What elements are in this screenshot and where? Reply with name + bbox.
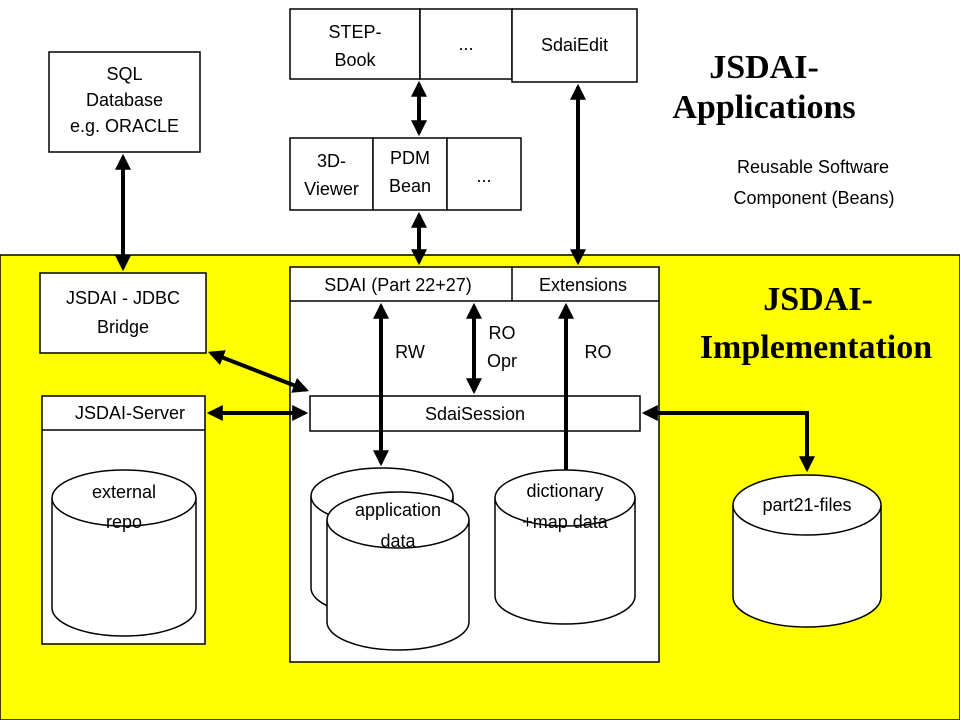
sql-line2: Database xyxy=(86,90,163,110)
sdaiedit-box: SdaiEdit xyxy=(511,8,638,83)
sql-line1: SQL xyxy=(106,64,142,84)
stepbook-box: STEP- Book xyxy=(289,8,421,80)
part21-files-cylinder: part21-files xyxy=(732,474,882,628)
top-ellipsis: ... xyxy=(458,34,473,54)
part21-label: part21-files xyxy=(762,495,851,515)
dictionary-line2: +map data xyxy=(522,512,609,532)
connector-arrows xyxy=(115,80,815,473)
arrow-jdbc-session xyxy=(208,350,309,393)
sdai-session-box: SdaiSession xyxy=(309,395,641,432)
stepbook-line2: Book xyxy=(334,50,376,70)
application-line2: data xyxy=(380,531,416,551)
ro-opr-line1: RO xyxy=(489,323,516,343)
server-label: JSDAI-Server xyxy=(75,403,185,423)
applications-title-line2: Applications xyxy=(672,89,855,126)
reusable-line2: Component (Beans) xyxy=(733,188,894,208)
jdbc-line1: JSDAI - JDBC xyxy=(66,288,180,308)
sql-line3: e.g. ORACLE xyxy=(70,116,179,136)
applications-title-line1: JSDAI- xyxy=(709,49,819,86)
sdaiedit-label: SdaiEdit xyxy=(541,35,608,55)
stepbook-line1: STEP- xyxy=(328,22,381,42)
sdai-part-label: SDAI (Part 22+27) xyxy=(324,275,472,295)
viewer-box: 3D- Viewer xyxy=(289,137,374,211)
application-data-cylinder: application data xyxy=(326,491,470,651)
application-line1: application xyxy=(355,500,441,520)
external-line1: external xyxy=(92,482,156,502)
dictionary-cylinder: dictionary +map data xyxy=(494,469,636,625)
sql-database-box: SQL Database e.g. ORACLE xyxy=(48,51,201,153)
implementation-title-line2: Implementation xyxy=(700,329,932,366)
pdm-line1: PDM xyxy=(390,148,430,168)
implementation-title-line1: JSDAI- xyxy=(763,281,873,318)
pdm-bean-box: PDM Bean xyxy=(372,137,448,211)
session-label: SdaiSession xyxy=(425,404,525,424)
mid-ellipsis-box: ... xyxy=(446,137,522,211)
rw-label: RW xyxy=(395,342,425,362)
arrow-session-part21 xyxy=(641,405,815,473)
extensions-label: Extensions xyxy=(539,275,627,295)
mid-ellipsis: ... xyxy=(476,166,491,186)
ro-label: RO xyxy=(585,342,612,362)
pdm-line2: Bean xyxy=(389,176,431,196)
reusable-line1: Reusable Software xyxy=(737,157,889,177)
viewer-line2: Viewer xyxy=(304,179,359,199)
top-ellipsis-box: ... xyxy=(419,8,513,80)
external-repo-cylinder: external repo xyxy=(51,469,197,637)
jdbc-bridge-box: JSDAI - JDBC Bridge xyxy=(39,272,207,354)
jdbc-line2: Bridge xyxy=(97,317,149,337)
viewer-line1: 3D- xyxy=(317,151,346,171)
dictionary-line1: dictionary xyxy=(526,481,603,501)
ro-opr-line2: Opr xyxy=(487,351,517,371)
external-line2: repo xyxy=(106,512,142,532)
